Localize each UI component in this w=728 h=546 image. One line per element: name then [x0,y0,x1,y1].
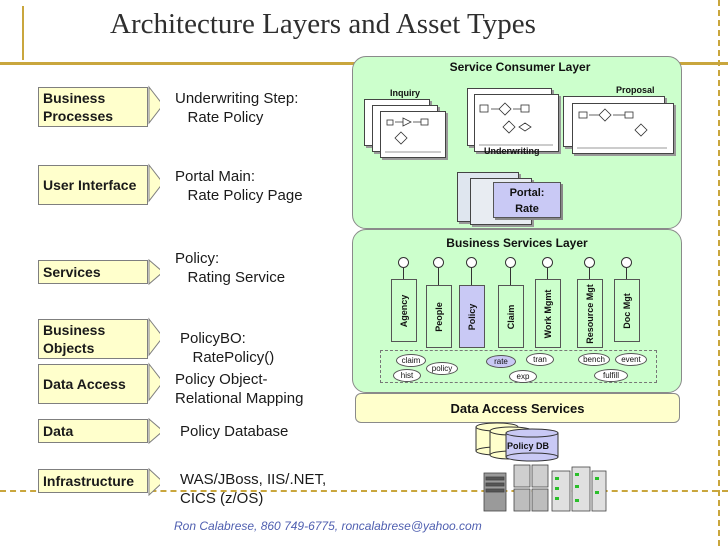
layer-tag-data: Data [38,419,148,443]
layer-tag-business-processes: Business Processes [38,87,148,127]
portal-rate-box: Portal: Rate [493,182,561,218]
service-agency-label: Agency [399,294,409,327]
layer-tag-user-interface: User Interface [38,165,148,205]
resource-mgt-interface-knob [584,257,595,268]
desc-data-access: Policy Object- Relational Mapping [175,371,304,407]
data-access-services-bar: Data Access Services [355,393,680,423]
resource-mgt-interface-stem [589,268,590,279]
object-bench: bench [578,353,610,366]
service-people-label: People [434,301,444,332]
policy-db-label: Policy DB [507,441,550,451]
inquiry-flow-icon [385,117,441,153]
object-policy: policy [426,362,458,375]
server-rack-icon [483,464,607,512]
service-consumer-title: Service Consumer Layer [449,60,591,74]
object-exp: exp [509,370,537,383]
inquiry-label: Inquiry [390,88,421,98]
bottom-dashed-border [0,490,728,492]
arrow-user-interface [148,163,160,203]
service-claim: Claim [498,285,524,348]
object-tran: tran [526,353,554,366]
desc-services: Policy: Rating Service [175,250,286,286]
claim-interface-knob [505,257,516,268]
arrow-data-access [148,362,160,402]
service-doc-mgt-label: Doc Mgt [622,292,632,329]
object-hist: hist [393,369,421,382]
service-work-mgmt-label: Work Mgmt [543,289,553,338]
underwriting-flow-icon [479,102,553,146]
desc-data: Policy Database [180,423,289,440]
work-mgmt-interface-knob [542,257,553,268]
desc-business-objects: PolicyBO: RatePolicy() [180,330,275,366]
service-policy: Policy [459,285,485,348]
policy-interface-stem [471,268,472,285]
people-interface-knob [433,257,444,268]
underwriting-label: Underwriting [484,146,540,156]
service-work-mgmt: Work Mgmt [535,279,561,348]
service-agency: Agency [391,279,417,342]
title-accent-rule [22,6,24,60]
object-event: event [615,353,647,366]
inquiry-doc-3 [380,111,446,158]
service-claim-label: Claim [506,304,516,329]
people-interface-stem [438,268,439,285]
desc-user-interface: Portal Main: Rate Policy Page [175,168,303,204]
agency-interface-stem [403,268,404,279]
object-rate: rate [486,355,516,368]
right-dashed-border [718,0,720,546]
page-title: Architecture Layers and Asset Types [110,8,536,40]
doc-mgt-interface-stem [626,268,627,279]
proposal-doc-2 [572,103,674,154]
layer-tag-infrastructure: Infrastructure [38,469,148,493]
service-resource-mgt: Resource Mgt [577,279,603,348]
doc-mgt-interface-knob [621,257,632,268]
policy-interface-knob [466,257,477,268]
desc-infrastructure: WAS/JBoss, IIS/.NET, CICS (z/OS) [180,471,327,507]
service-people: People [426,285,452,348]
proposal-flow-icon [577,108,667,149]
layer-tag-data-access: Data Access [38,364,148,404]
underwriting-doc-2 [474,94,559,152]
desc-business-processes: Underwriting Step: Rate Policy [175,90,299,126]
service-resource-mgt-label: Resource Mgt [585,283,595,344]
agency-interface-knob [398,257,409,268]
business-services-title: Business Services Layer [446,236,588,250]
service-doc-mgt: Doc Mgt [614,279,640,342]
layer-arrows [148,85,160,497]
layer-tag-services: Services [38,260,148,284]
claim-interface-stem [510,268,511,285]
footer-contact: Ron Calabrese, 860 749-6775, roncalabres… [174,519,482,533]
layer-tag-business-objects: Business Objects [38,319,148,359]
arrow-business-objects [148,317,160,357]
database-icon [475,422,559,462]
arrow-infrastructure [148,467,160,497]
object-claim: claim [396,354,426,367]
service-policy-label: Policy [467,303,477,330]
object-fulfill: fulfill [594,369,628,382]
work-mgmt-interface-stem [547,268,548,279]
arrow-business-processes [148,85,160,125]
arrow-services [148,258,160,286]
proposal-label: Proposal [616,85,655,95]
arrow-data [148,417,160,445]
